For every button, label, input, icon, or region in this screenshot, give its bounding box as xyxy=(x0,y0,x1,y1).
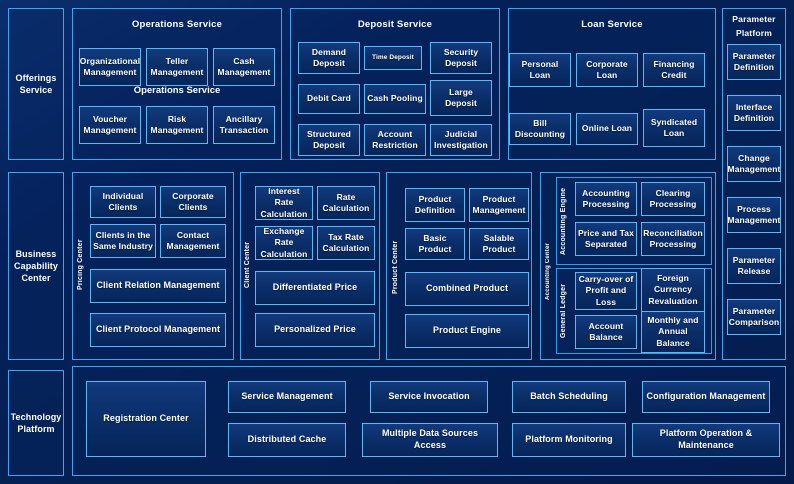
row-label-business-capability-center-text: Business Capability Center xyxy=(13,248,58,284)
cell-differentiated-price[interactable]: Differentiated Price xyxy=(255,271,375,305)
cell-corporate-clients[interactable]: Corporate Clients xyxy=(160,186,226,218)
cell-configuration-management[interactable]: Configuration Management xyxy=(642,381,770,413)
cell-exchange-rate-calculation[interactable]: Exchange Rate Calculation xyxy=(255,226,313,260)
cell-distributed-cache[interactable]: Distributed Cache xyxy=(228,423,346,457)
cell-corporate-loan[interactable]: Corporate Loan xyxy=(576,53,638,87)
group-vlabel-client-center: Client Center xyxy=(244,241,251,289)
cell-rate-calculation[interactable]: Rate Calculation xyxy=(317,186,375,220)
cell-carry-over-of-profit-and-loss[interactable]: Carry-over of Profit and Loss xyxy=(575,272,637,310)
cell-product-definition[interactable]: Product Definition xyxy=(405,188,465,222)
cell-clearing-processing[interactable]: Clearing Processing xyxy=(641,182,705,216)
cell-parameter-comparison[interactable]: Parameter Comparison xyxy=(727,299,781,335)
group-vlabel-pricing-center: Pricing Center xyxy=(77,239,84,291)
cell-judicial-investigation[interactable]: Judicial Investigation xyxy=(430,124,492,156)
cell-foreign-currency-revaluation[interactable]: Foreign Currency Revaluation xyxy=(641,268,705,312)
cell-batch-scheduling[interactable]: Batch Scheduling xyxy=(512,381,626,413)
cell-personal-loan[interactable]: Personal Loan xyxy=(509,53,571,87)
group-title-parameter-platform-line1: Parameter xyxy=(732,14,776,24)
cell-client-protocol-management[interactable]: Client Protocol Management xyxy=(90,313,226,347)
cell-combined-product[interactable]: Combined Product xyxy=(405,272,529,306)
cell-platform-operation-and-maintenance[interactable]: Platform Operation & Maintenance xyxy=(632,423,780,457)
group-title-operations-service: Operations Service xyxy=(131,19,223,30)
cell-product-management[interactable]: Product Management xyxy=(469,188,529,222)
cell-voucher-management[interactable]: Voucher Management xyxy=(79,106,141,144)
cell-salable-product[interactable]: Salable Product xyxy=(469,228,529,260)
cell-personalized-price[interactable]: Personalized Price xyxy=(255,313,375,347)
cell-price-and-tax-separated[interactable]: Price and Tax Separated xyxy=(575,222,637,256)
group-title-operations-service-duplicate: Operations Service xyxy=(133,85,221,96)
cell-security-deposit[interactable]: Security Deposit xyxy=(430,42,492,74)
cell-monthly-and-annual-balance[interactable]: Monthly and Annual Balance xyxy=(641,311,705,353)
cell-teller-management[interactable]: Teller Management xyxy=(146,48,208,86)
row-label-offerings-service-text: Offerings Service xyxy=(15,72,57,95)
row-label-technology-platform: Technology Platform xyxy=(8,370,64,476)
cell-multiple-data-sources-access[interactable]: Multiple Data Sources Access xyxy=(362,423,498,457)
cell-syndicated-loan[interactable]: Syndicated Loan xyxy=(643,109,705,147)
cell-cash-pooling[interactable]: Cash Pooling xyxy=(364,84,426,114)
row-label-offerings-service: Offerings Service xyxy=(8,8,64,160)
group-title-loan-service: Loan Service xyxy=(581,19,643,30)
cell-process-management[interactable]: Process Management xyxy=(727,197,781,233)
group-vlabel-accounting-center: Accounting Center xyxy=(545,242,551,300)
cell-parameter-release[interactable]: Parameter Release xyxy=(727,248,781,284)
cell-large-deposit[interactable]: Large Deposit xyxy=(430,80,492,116)
cell-online-loan[interactable]: Online Loan xyxy=(576,113,638,145)
cell-account-balance[interactable]: Account Balance xyxy=(575,315,637,349)
cell-accounting-processing[interactable]: Accounting Processing xyxy=(575,182,637,216)
cell-bill-discounting[interactable]: Bill Discounting xyxy=(509,113,571,145)
cell-time-deposit[interactable]: Time Deposit xyxy=(364,46,422,70)
cell-demand-deposit[interactable]: Demand Deposit xyxy=(298,42,360,74)
group-vlabel-product-center: Product Center xyxy=(392,240,399,295)
cell-parameter-definition[interactable]: Parameter Definition xyxy=(727,44,781,80)
cell-service-invocation[interactable]: Service Invocation xyxy=(370,381,488,413)
group-title-parameter-platform-line2: Platform xyxy=(735,28,773,38)
cell-tax-rate-calculation[interactable]: Tax Rate Calculation xyxy=(317,226,375,260)
cell-structured-deposit[interactable]: Structured Deposit xyxy=(298,124,360,156)
cell-client-relation-management[interactable]: Client Relation Management xyxy=(90,269,226,303)
cell-financing-credit[interactable]: Financing Credit xyxy=(643,53,705,87)
cell-product-engine[interactable]: Product Engine xyxy=(405,314,529,348)
cell-service-management[interactable]: Service Management xyxy=(228,381,346,413)
group-title-deposit-service: Deposit Service xyxy=(357,19,433,30)
cell-interface-definition[interactable]: Interface Definition xyxy=(727,95,781,131)
cell-basic-product[interactable]: Basic Product xyxy=(405,228,465,260)
cell-account-restriction[interactable]: Account Restriction xyxy=(364,124,426,156)
cell-individual-clients[interactable]: Individual Clients xyxy=(90,186,156,218)
cell-risk-management[interactable]: Risk Management xyxy=(146,106,208,144)
cell-interest-rate-calculation[interactable]: Interest Rate Calculation xyxy=(255,186,313,220)
subgroup-vlabel-general-ledger: General Ledger xyxy=(560,283,567,339)
cell-registration-center[interactable]: Registration Center xyxy=(86,381,206,457)
row-label-business-capability-center: Business Capability Center xyxy=(8,172,64,360)
cell-change-management[interactable]: Change Management xyxy=(727,146,781,182)
cell-clients-in-the-same-industry[interactable]: Clients in the Same Industry xyxy=(90,224,156,258)
cell-reconciliation-processing[interactable]: Reconciliation Processing xyxy=(641,222,705,256)
cell-organizational-management[interactable]: Organizational Management xyxy=(79,48,141,86)
cell-ancillary-transaction[interactable]: Ancillary Transaction xyxy=(213,106,275,144)
row-label-technology-platform-text: Technology Platform xyxy=(10,411,62,434)
cell-cash-management[interactable]: Cash Management xyxy=(213,48,275,86)
cell-platform-monitoring[interactable]: Platform Monitoring xyxy=(512,423,626,457)
cell-contact-management[interactable]: Contact Management xyxy=(160,224,226,258)
subgroup-vlabel-accounting-engine: Accounting Engine xyxy=(560,187,567,255)
cell-debit-card[interactable]: Debit Card xyxy=(298,84,360,114)
